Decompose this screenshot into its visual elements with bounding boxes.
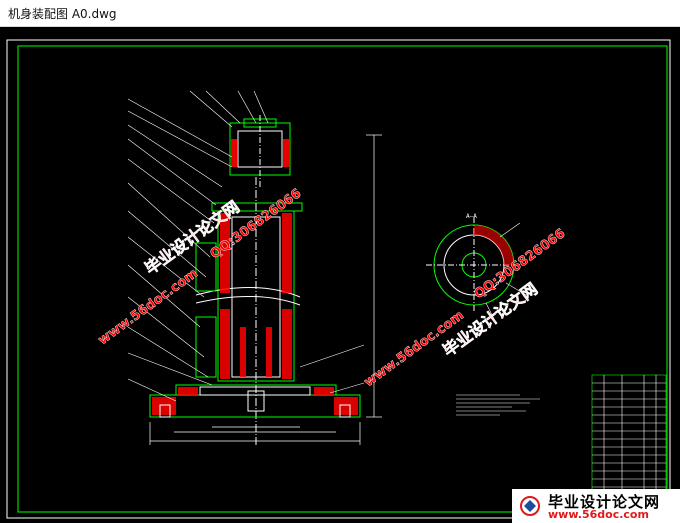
brand-watermark: 毕业设计论文网 www.56doc.com bbox=[512, 489, 680, 523]
window-titlebar: 机身装配图 A0.dwg bbox=[0, 0, 680, 27]
section-label: A—A bbox=[466, 213, 477, 220]
technical-notes bbox=[456, 394, 540, 416]
column-hatch bbox=[220, 213, 292, 379]
watermark-url: www.56doc.com bbox=[96, 266, 201, 348]
brand-url: www.56doc.com bbox=[548, 508, 649, 521]
cad-drawing-canvas[interactable]: A—A 毕业设计论文网 www.56doc.com QQ:306826066 毕… bbox=[0, 27, 680, 523]
outer-border bbox=[6, 39, 671, 519]
base-plate bbox=[149, 384, 361, 418]
leader-lines bbox=[127, 90, 365, 402]
window-title: 机身装配图 A0.dwg bbox=[8, 7, 117, 21]
cad-drawing bbox=[6, 39, 671, 519]
drawing-frame bbox=[17, 45, 668, 513]
base-bolts bbox=[159, 390, 351, 418]
section-hatch bbox=[474, 225, 514, 265]
top-cap-hatch bbox=[231, 139, 289, 167]
side-bracket bbox=[195, 242, 217, 378]
watermark-layer: 毕业设计论文网 www.56doc.com QQ:306826066 毕业设计论… bbox=[95, 186, 568, 390]
brand-logo-icon bbox=[520, 496, 540, 516]
brand-name: 毕业设计论文网 bbox=[548, 493, 661, 511]
section-leaders bbox=[485, 222, 527, 324]
column-body bbox=[195, 177, 303, 447]
dimension-lines bbox=[149, 134, 382, 445]
top-cap bbox=[229, 115, 291, 187]
